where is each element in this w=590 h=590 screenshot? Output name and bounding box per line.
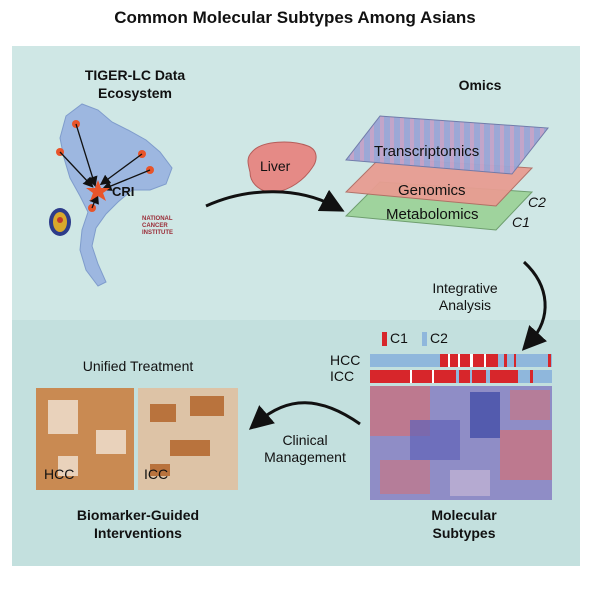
integrative-line2: Analysis <box>438 297 492 313</box>
figure-title: Common Molecular Subtypes Among Asians <box>114 8 476 27</box>
ecosystem-title: TIGER-LC Data Ecosystem <box>60 66 210 102</box>
nci-line3: INSTITUTE <box>142 230 173 236</box>
hcc-subtype-bar <box>370 354 552 367</box>
site-arrow-1 <box>75 123 98 187</box>
integrative-analysis-label: Integrative Analysis <box>420 280 510 314</box>
row-label-hcc: HCC <box>330 352 361 368</box>
transcriptomics-layer <box>345 115 549 175</box>
heatmap <box>370 386 552 500</box>
thailand-map <box>59 103 173 287</box>
molecular-subtypes-caption: Molecular Subtypes <box>394 506 534 542</box>
nci-label: NATIONAL CANCER INSTITUTE <box>142 216 173 237</box>
biomarker-caption: Biomarker-Guided Interventions <box>40 506 236 542</box>
subtypes-caption-line1: Molecular <box>431 507 497 523</box>
metabolomics-label: Metabolomics <box>386 206 479 223</box>
clinical-line1: Clinical <box>282 432 328 448</box>
unified-treatment-title: Unified Treatment <box>82 358 194 374</box>
arrow-to-treatment <box>248 401 361 430</box>
subtypes-caption-line2: Subtypes <box>432 525 496 541</box>
icc-image-label: ICC <box>144 466 169 482</box>
liver-label: Liver <box>260 158 291 174</box>
legend-c1-swatch <box>382 332 387 346</box>
transcriptomics-label: Transcriptomics <box>374 143 480 160</box>
legend-c2-label: C2 <box>430 330 448 346</box>
hcc-image-label: HCC <box>44 466 75 482</box>
ecosystem-title-line1: TIGER-LC Data <box>84 67 186 83</box>
nci-emblem-icon <box>49 208 71 236</box>
ecosystem-title-line2: Ecosystem <box>98 85 172 101</box>
nci-line2: CANCER <box>142 223 168 229</box>
clinical-line2: Management <box>264 449 346 465</box>
liver-icon <box>247 141 317 193</box>
site-arrow-5 <box>89 193 99 209</box>
integrative-line1: Integrative <box>432 280 498 296</box>
row-label-icc: ICC <box>330 368 355 384</box>
arrow-to-omics <box>205 189 345 212</box>
legend-c2-swatch <box>422 332 427 346</box>
legend-c1-label: C1 <box>390 330 408 346</box>
arrow-integrative <box>521 260 547 351</box>
site-arrow-3 <box>99 153 143 186</box>
biomarker-caption-line1: Biomarker-Guided <box>76 507 200 523</box>
site-arrow-2 <box>59 151 94 188</box>
cluster-label-c2: C2 <box>528 194 546 210</box>
cri-label: CRI <box>112 184 135 199</box>
cluster-label-c1: C1 <box>512 214 530 230</box>
biomarker-caption-line2: Interventions <box>94 525 182 541</box>
cri-star-icon <box>86 180 110 201</box>
omics-title: Omics <box>458 77 502 93</box>
icc-subtype-bar <box>370 370 552 383</box>
genomics-label: Genomics <box>398 182 466 199</box>
nci-line1: NATIONAL <box>142 216 173 222</box>
clinical-management-label: Clinical Management <box>250 432 360 466</box>
site-arrow-4 <box>101 169 151 191</box>
